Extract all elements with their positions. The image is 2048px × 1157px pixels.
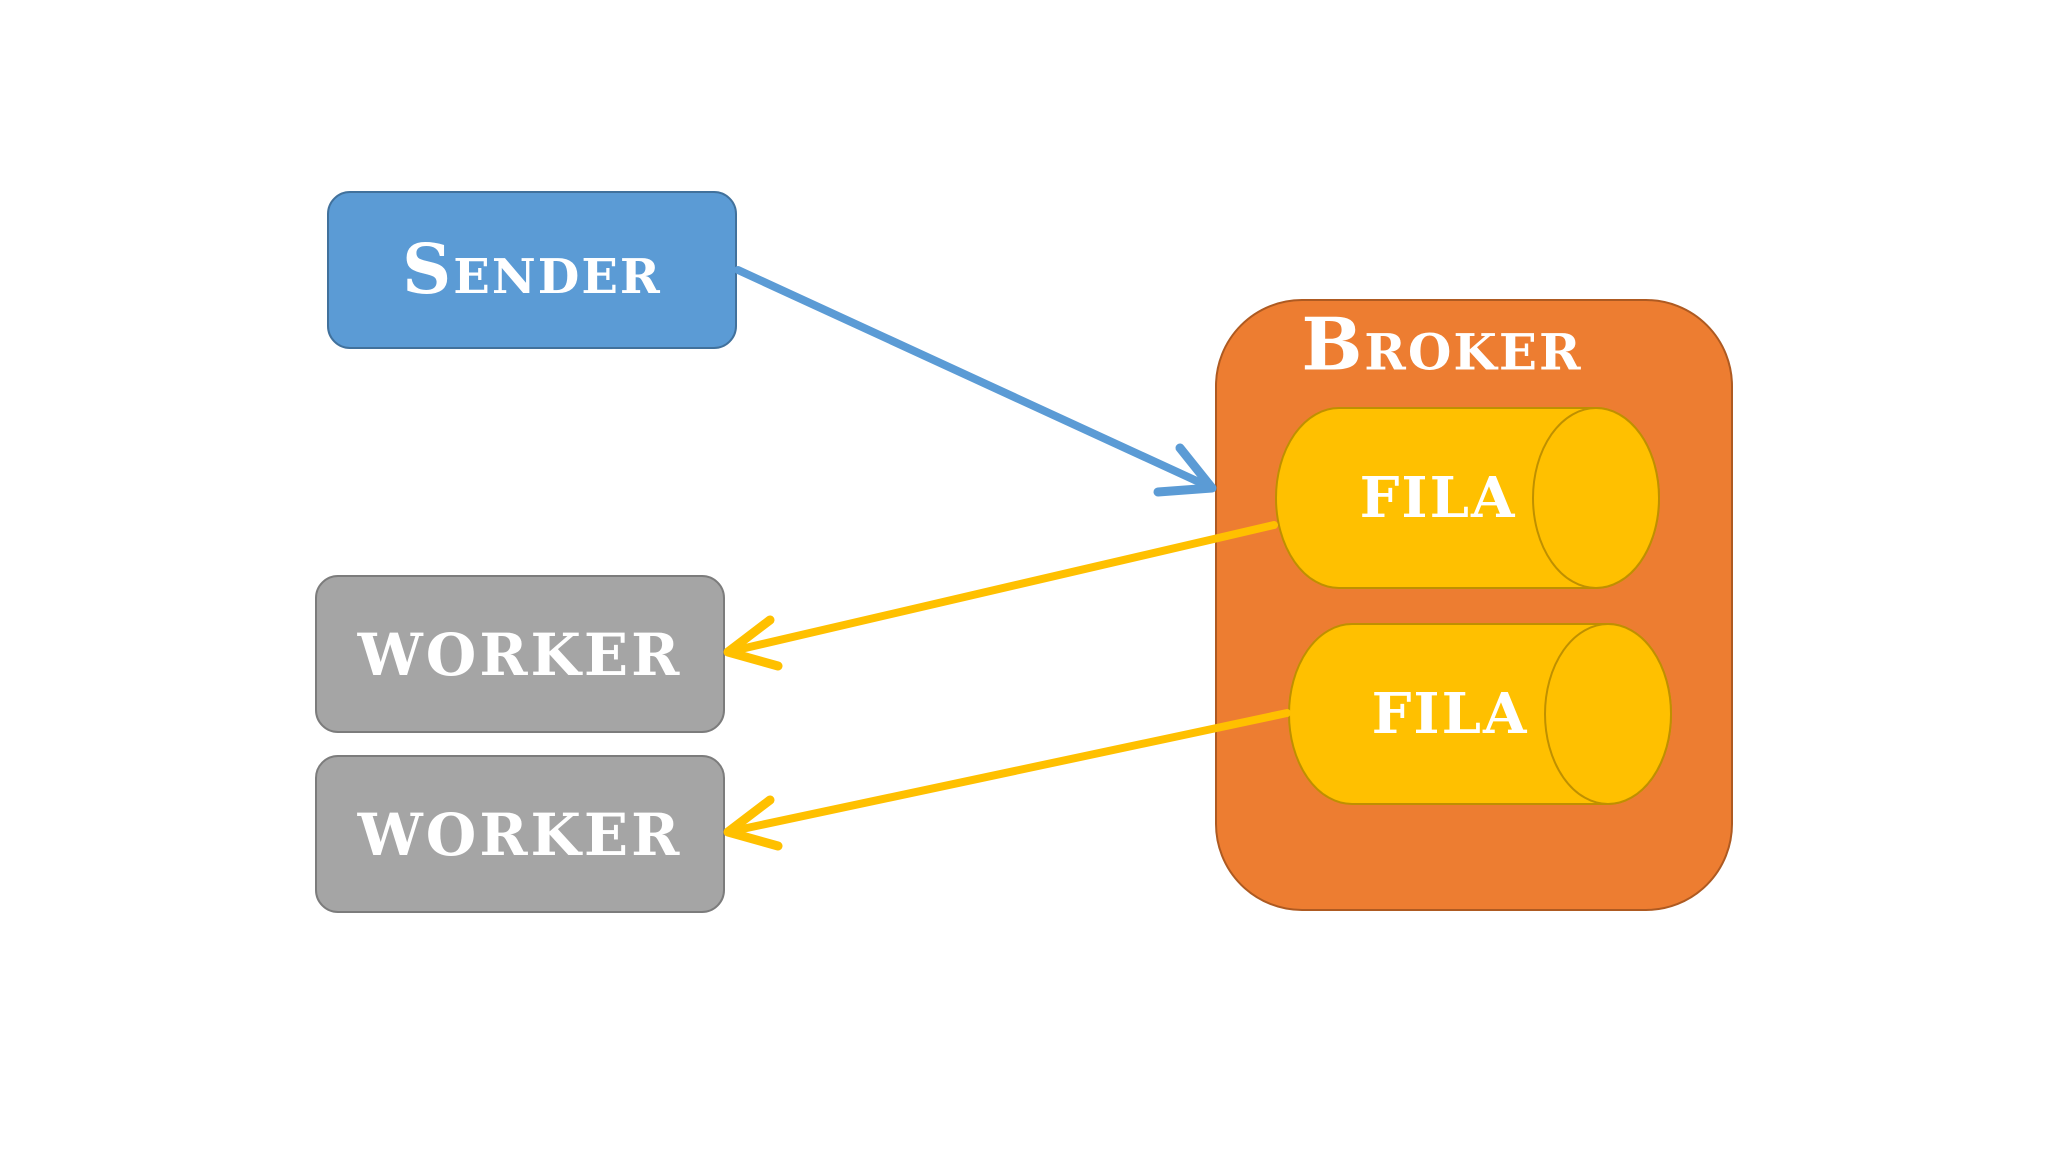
edge-sender-to-broker-shaft [734,266,1216,492]
queue-1-label: FILA [1360,465,1517,531]
worker-node-1: WORKER [315,575,725,733]
edge-queue-1-to-worker-1-shaft [724,521,1278,656]
queue-cylinder-1: FILA [1275,407,1660,589]
edge-sender-to-broker [734,266,1217,497]
sender-node: Sender [327,191,737,349]
queue-cylinder-2: FILA [1288,623,1672,805]
sender-label: Sender [402,230,662,310]
broker-label: Broker [1301,302,1582,387]
edge-queue-1-to-worker-1 [723,521,1278,671]
edge-queue-2-to-worker-2-arrowhead [723,795,783,851]
broker-node: Broker [1215,299,1733,911]
edge-queue-2-to-worker-2 [723,709,1291,851]
worker-node-2: WORKER [315,755,725,913]
edge-queue-1-to-worker-1-arrowhead [723,615,783,671]
worker-1-label: WORKER [357,621,683,689]
broker-box [1215,299,1733,911]
worker-2-label: WORKER [357,801,683,869]
queue-2-label: FILA [1372,681,1529,747]
queue-2-end [1544,623,1672,805]
queue-1-end [1532,407,1660,589]
edge-sender-to-broker-arrowhead [1153,443,1217,497]
edge-queue-2-to-worker-2-shaft [724,709,1291,836]
